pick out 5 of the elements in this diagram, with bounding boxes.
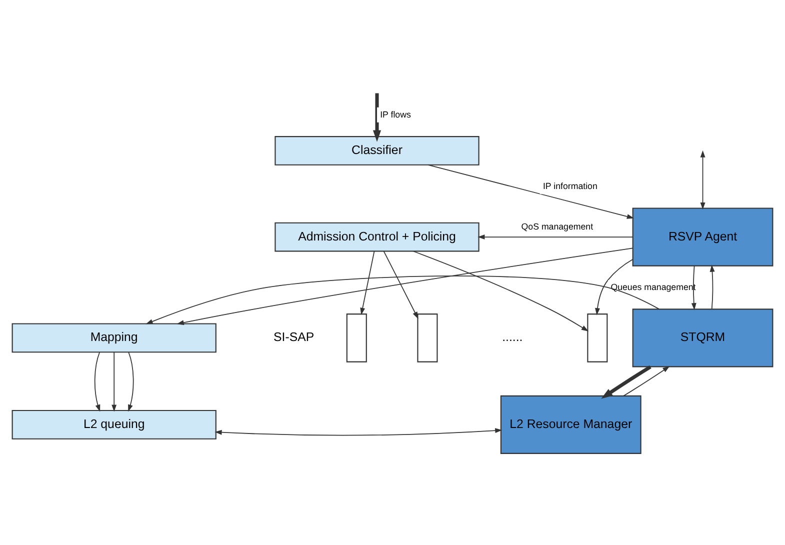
label: ...... [502,330,523,344]
edge-label: QoS management [521,221,594,231]
edge-label: IP flows [380,109,411,120]
label: SI-SAP [274,330,314,344]
edge-label: IP information [542,180,598,191]
